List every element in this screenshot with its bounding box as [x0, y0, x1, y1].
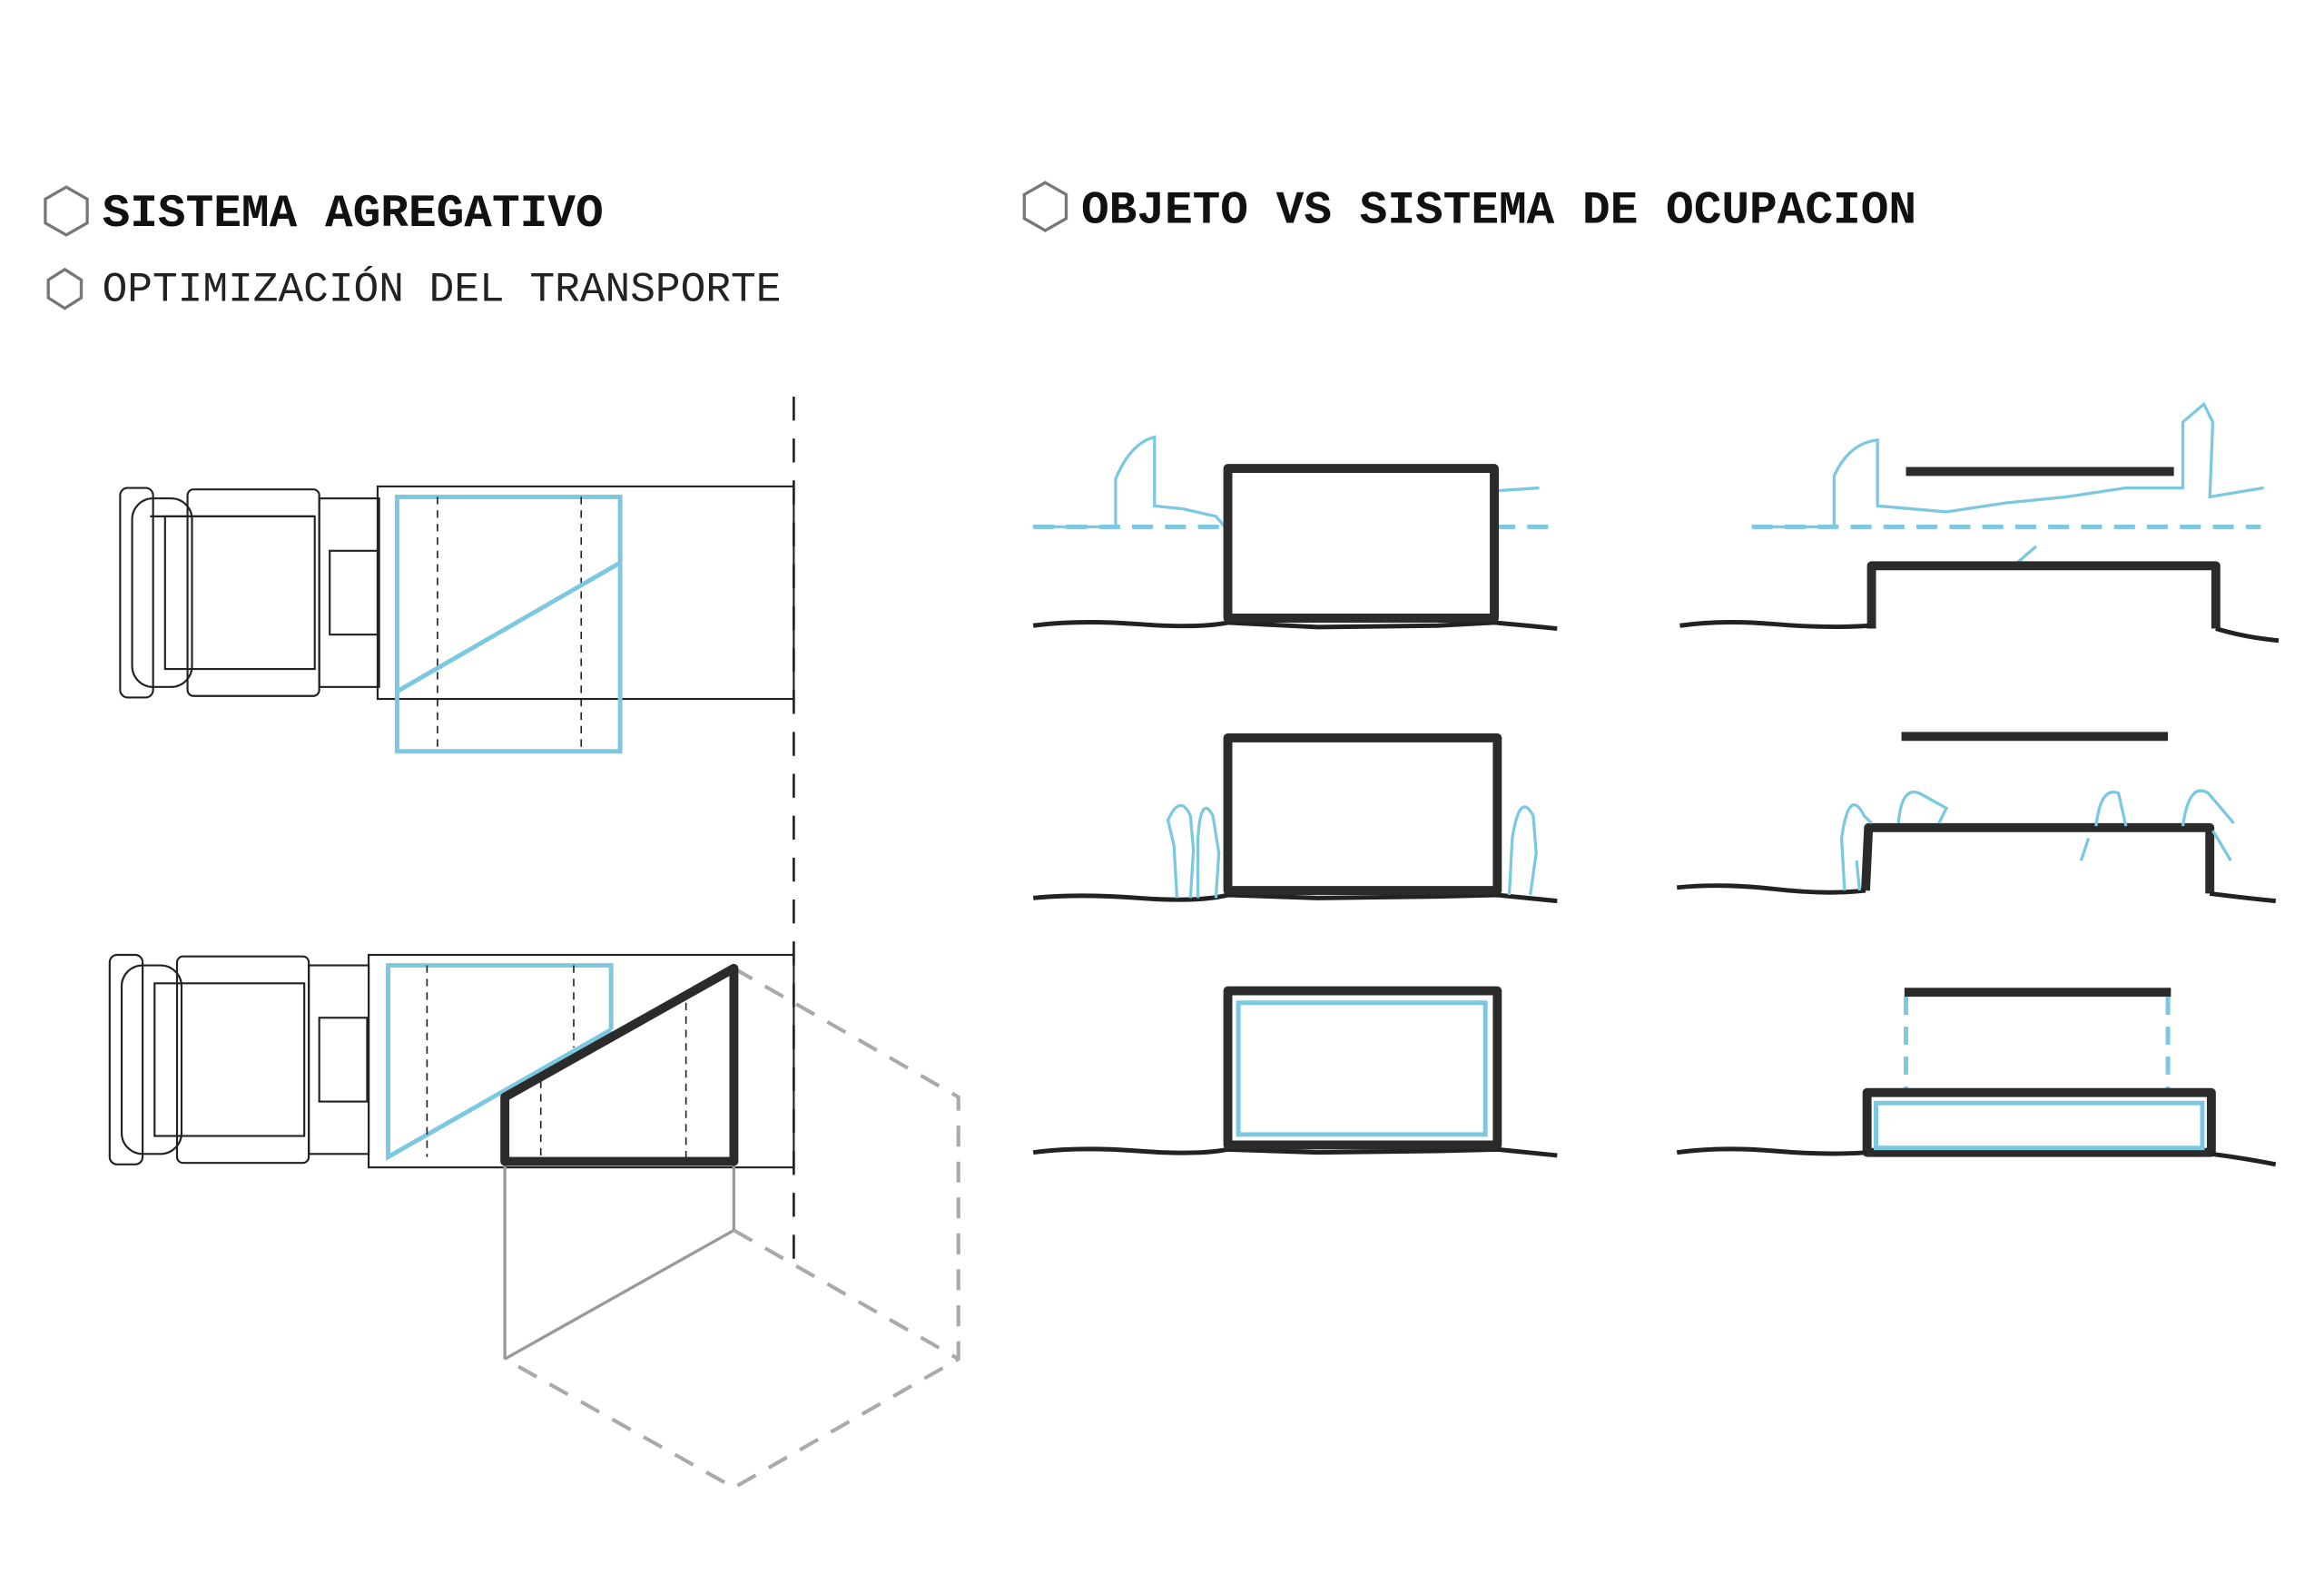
left-heading: SISTEMA AGREGATIVO OPTIMIZACIÓN DEL TRAN…: [44, 185, 782, 313]
person-figure: [1839, 803, 1873, 891]
hexagon-icon: [46, 267, 84, 310]
person-figure: [1896, 790, 1949, 824]
truck-plan-2: [108, 953, 960, 1490]
module-outline: [500, 963, 739, 1166]
truck-plan-1: [119, 485, 795, 754]
section-system-3: [1676, 988, 2277, 1167]
left-subtitle: OPTIMIZACIÓN DEL TRANSPORTE: [103, 265, 782, 313]
section-object-3: [1032, 986, 1558, 1158]
person-figure: [1507, 805, 1538, 896]
section-object-2: [1032, 732, 1558, 904]
left-title: SISTEMA AGREGATIVO: [103, 188, 604, 241]
section-system-1: [1679, 401, 2280, 644]
hexagon-icon: [1022, 181, 1068, 232]
section-object-1: [1032, 435, 1558, 632]
person-figure: [1166, 803, 1221, 899]
section-system-2: [1676, 732, 2277, 904]
right-title: OBJETO VS SISTEMA DE OCUPACION: [1081, 185, 1916, 238]
person-figure: [2181, 789, 2235, 861]
person-figure: [2079, 791, 2128, 861]
hexagon-icon: [44, 185, 89, 237]
right-heading: OBJETO VS SISTEMA DE OCUPACION: [1022, 181, 1916, 238]
